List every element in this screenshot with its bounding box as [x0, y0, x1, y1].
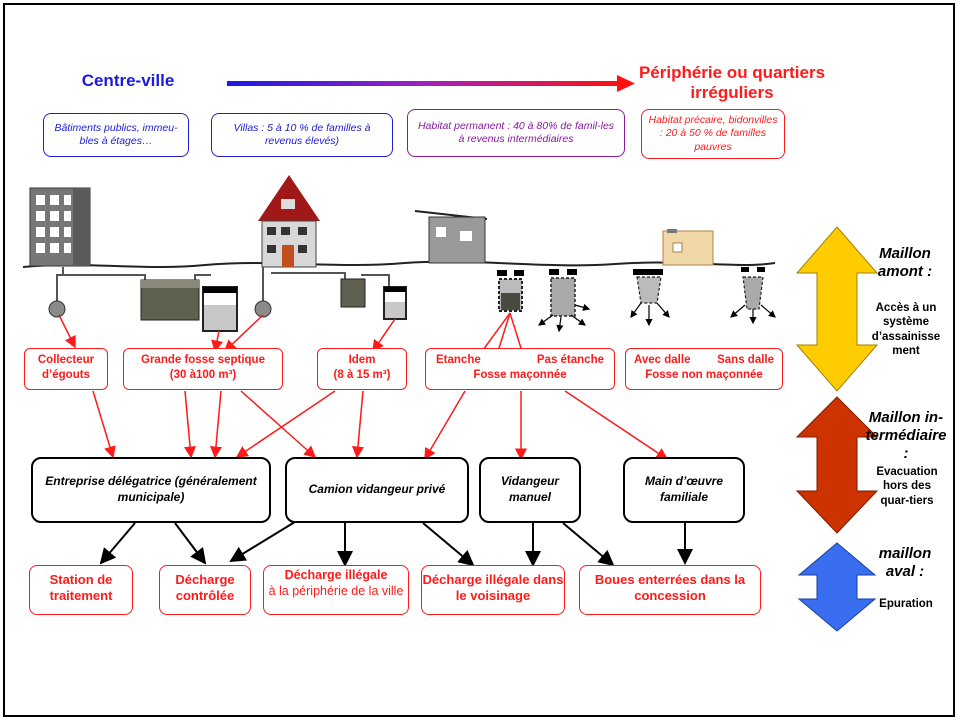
- black-arrows: [99, 516, 693, 567]
- operator-entreprise: Entreprise délégatrice (généralement mun…: [31, 457, 271, 523]
- outcome-illegale-voisinage-text: Décharge illégale dans le voisinage: [422, 572, 564, 604]
- label-collecteur: Collecteur d’égouts: [24, 348, 108, 390]
- header-peripherie-line2: irréguliers: [690, 83, 774, 103]
- zone-box-villas: Villas : 5 à 10 % de familles à revenus …: [211, 113, 393, 157]
- manhole-1: [48, 300, 66, 318]
- slide-frame: Centre-ville Périphérie ou quartiers irr…: [3, 3, 955, 717]
- header-peripherie: Périphérie ou quartiers irréguliers: [617, 63, 847, 104]
- outcome-boues-text: Boues enterrées dans la concession: [594, 572, 746, 604]
- small-septic-tank-1: [202, 286, 238, 332]
- operator-vidangeur: Vidangeur manuel: [479, 457, 581, 523]
- gradient-arrow: [227, 75, 635, 92]
- permanent-house: [414, 210, 488, 264]
- label-grande-fosse-line1: Grande fosse septique: [141, 354, 265, 366]
- side-intermediaire-desc: Evacuation hors des quar-tiers: [876, 466, 938, 507]
- outcome-boues-enterrees: Boues enterrées dans la concession: [579, 565, 761, 615]
- precarious-shack: [662, 229, 714, 266]
- zone-box-habitat-permanent: Habitat permanent : 40 à 80% de famil-le…: [407, 109, 625, 157]
- header-centre-ville: Centre-ville: [81, 71, 175, 90]
- small-septic-tank-2: [383, 286, 407, 320]
- label-idem-line1: Idem: [348, 354, 376, 366]
- header-peripherie-line1: Périphérie ou quartiers: [638, 63, 826, 82]
- label-fosse-non-maconnee: Avec dalle Sans dalle Fosse non maçonnée: [625, 348, 783, 390]
- red-arrows-middle: [92, 390, 669, 461]
- villa-house: [258, 175, 320, 268]
- outcome-illegale-peri-normal: à la périphérie de la ville: [268, 583, 404, 598]
- label-idem: Idem (8 à 15 m³): [317, 348, 407, 390]
- label-sans-dalle: Sans dalle: [717, 354, 774, 366]
- label-fosse-maconnee-text: Fosse maçonnée: [473, 368, 567, 381]
- side-amont-desc: Accès à un système d’assainisse ment: [871, 302, 941, 358]
- pit-without-slab: [730, 267, 776, 325]
- outcome-illegale-peri-bold: Décharge illégale: [284, 568, 388, 582]
- label-pas-etanche: Pas étanche: [536, 354, 604, 366]
- diagram-drawing: [22, 75, 879, 632]
- label-idem-line2: (8 à 15 m³): [333, 368, 391, 381]
- operator-main-oeuvre: Main d’œuvre familiale: [623, 457, 745, 523]
- side-intermediaire-title: Maillon in-termédiaire :: [865, 409, 947, 462]
- label-fosse-maconnee: Etanche Pas étanche Fosse maçonnée: [425, 348, 615, 390]
- zone-box-habitat-precaire: Habitat précaire, bidonvilles : 20 à 50 …: [641, 109, 785, 159]
- leaking-pit: [538, 269, 591, 333]
- double-arrow-intermediaire: [795, 396, 879, 534]
- side-aval-title: maillon aval :: [878, 545, 932, 580]
- outcome-station-text: Station de traitement: [49, 572, 113, 604]
- side-amont-title: Maillon amont :: [877, 245, 933, 280]
- outcome-decharge-controlee: Décharge contrôlée: [159, 565, 251, 615]
- pit-with-slab: [630, 269, 670, 327]
- label-avec-dalle: Avec dalle: [634, 354, 691, 366]
- outcome-decharge-illegale-peripherie: Décharge illégale à la périphérie de la …: [263, 565, 409, 615]
- large-septic-tank: [140, 279, 200, 321]
- sealed-pit: [497, 270, 524, 312]
- label-grande-fosse-line2: (30 à100 m³): [169, 368, 237, 381]
- double-arrow-amont: [795, 226, 879, 392]
- label-etanche: Etanche: [436, 354, 481, 366]
- label-fosse-non-maconnee-text: Fosse non maçonnée: [645, 368, 763, 381]
- side-aval-desc: Epuration: [879, 598, 933, 610]
- outcome-station: Station de traitement: [29, 565, 133, 615]
- ground-line: [22, 260, 776, 268]
- label-grande-fosse: Grande fosse septique (30 à100 m³): [123, 348, 283, 390]
- outcome-decharge-illegale-voisinage: Décharge illégale dans le voisinage: [421, 565, 565, 615]
- medium-septic-tank: [340, 278, 366, 308]
- outcome-decharge-controlee-text: Décharge contrôlée: [175, 572, 235, 604]
- zone-box-batiments: Bâtiments publics, immeu-bles à étages…: [43, 113, 189, 157]
- manhole-2: [254, 300, 272, 318]
- double-arrow-aval: [797, 542, 877, 632]
- operator-camion: Camion vidangeur privé: [285, 457, 469, 523]
- office-building: [29, 187, 91, 267]
